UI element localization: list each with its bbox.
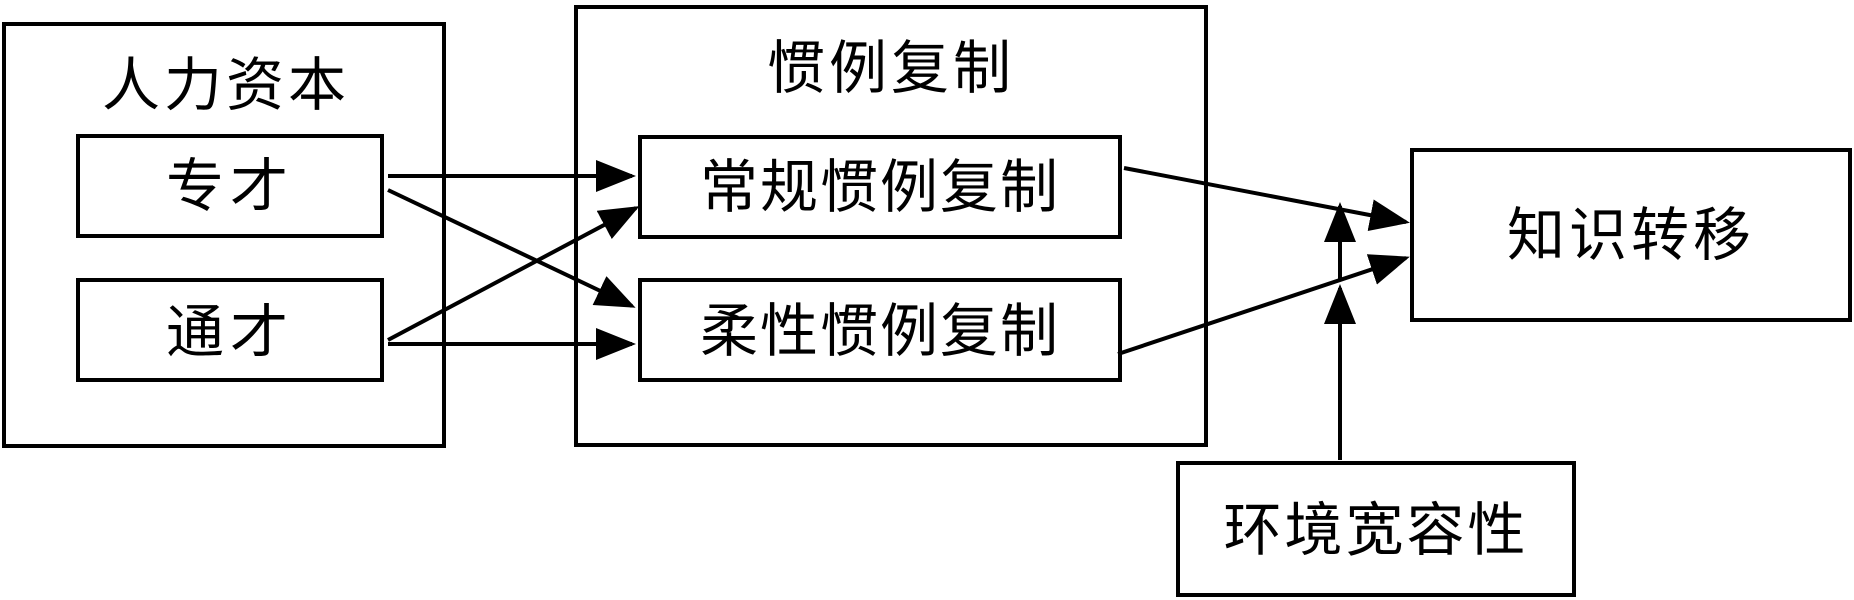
arrow-flexible-to-knowledge <box>1117 254 1410 356</box>
arrow-generalist-to-conventional <box>387 206 640 342</box>
connector-arrows <box>387 160 1410 460</box>
routine-replication-title: 惯例复制 <box>767 34 1015 102</box>
specialist-node: 专才 <box>76 134 384 238</box>
knowledge-transfer-node: 知识转移 <box>1410 148 1852 322</box>
arrow-conventional-to-knowledge <box>1123 166 1410 231</box>
flexible-replication-node: 柔性惯例复制 <box>638 278 1122 382</box>
knowledge-transfer-label: 知识转移 <box>1507 201 1755 269</box>
routine-replication-group: 惯例复制 常规惯例复制 柔性惯例复制 <box>574 5 1208 447</box>
human-capital-title: 人力资本 <box>102 51 350 119</box>
generalist-label: 通才 <box>166 298 294 366</box>
conventional-replication-label: 常规惯例复制 <box>700 153 1060 221</box>
environment-tolerance-label: 环境宽容性 <box>1223 496 1528 564</box>
environment-tolerance-node: 环境宽容性 <box>1176 461 1576 597</box>
conventional-replication-node: 常规惯例复制 <box>638 135 1122 239</box>
human-capital-group: 人力资本 专才 通才 <box>2 22 446 448</box>
generalist-node: 通才 <box>76 278 384 382</box>
flexible-replication-label: 柔性惯例复制 <box>700 297 1060 365</box>
arrow-specialist-to-flexible <box>387 188 636 308</box>
specialist-label: 专才 <box>166 152 294 220</box>
